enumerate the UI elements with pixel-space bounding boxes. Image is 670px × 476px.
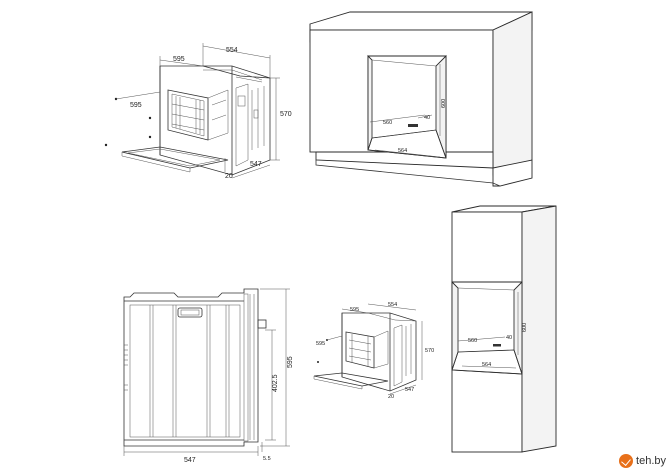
oven-isometric-large: 554 595 595 570 547 20 [104,43,292,180]
oven-depth-label: 595 [173,56,185,63]
tall-cabinet-niche: 560 40 600 564 [451,205,557,453]
small-oven-width-label: 554 [388,302,397,308]
cabinet-niche-top: 560 40 600 564 [309,11,533,187]
side-height-label: 595 [287,356,294,368]
niche-height-label: 600 [441,99,447,108]
oven-isometric-small: 554 595 595 570 547 20 [313,302,434,400]
tall-niche-inner-label: 564 [482,362,491,368]
side-inner-height-label: 402.5 [272,374,279,392]
tall-niche-width-label: 560 [468,338,477,344]
oven-body-depth-label: 547 [250,161,262,168]
oven-panel-label: 20 [225,173,233,180]
small-oven-body-height-label: 570 [425,348,434,354]
oven-side-view: 547 595 402.5 5.5 [123,288,294,464]
side-depth-label: 547 [184,457,196,464]
oven-body-height-label: 570 [280,111,292,118]
oven-width-label: 554 [226,47,238,54]
side-offset-label: 5.5 [263,456,271,462]
niche-depth-label: 40 [424,115,430,121]
small-oven-panel-label: 20 [388,394,394,400]
tall-niche-depth-label: 40 [506,335,512,341]
small-oven-height-label: 595 [316,341,325,347]
site-watermark: teh.by [619,453,666,469]
small-oven-depth-label: 595 [350,307,359,313]
small-oven-body-depth-label: 547 [405,387,414,393]
checkmark-logo-icon [619,454,634,468]
tall-niche-height-label: 600 [522,323,528,332]
niche-width-label: 560 [383,120,392,126]
niche-inner-label: 564 [398,148,407,154]
oven-height-label: 595 [130,102,142,109]
watermark-text: teh.by [636,455,666,467]
